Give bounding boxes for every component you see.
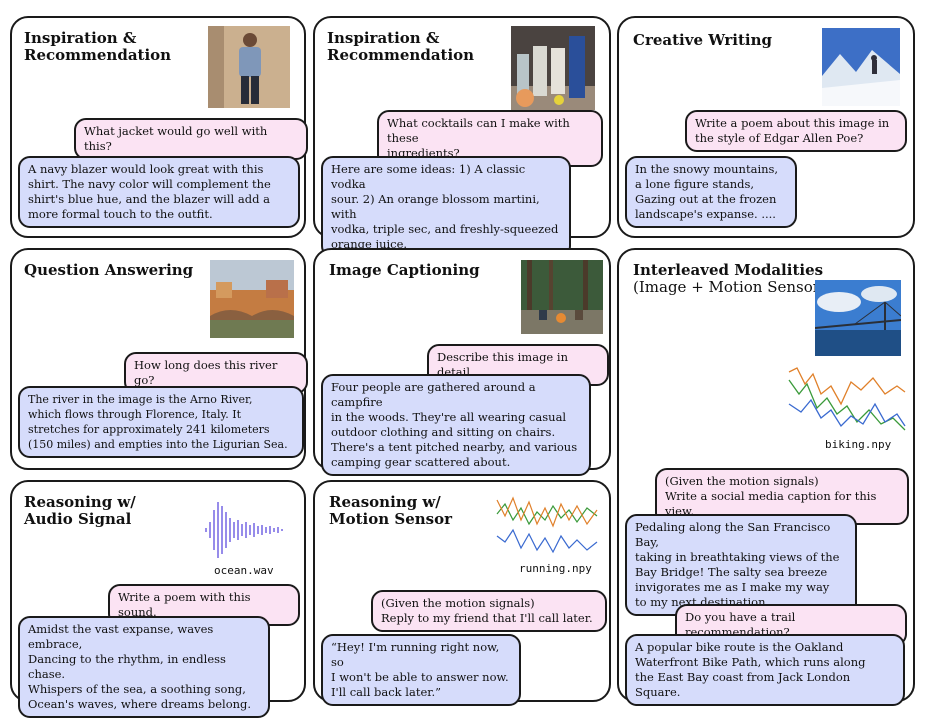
panel-image-captioning: Image Captioning Describe this image in … <box>313 248 611 476</box>
model-answer-bubble: Four people are gathered around a campfi… <box>321 374 591 476</box>
panel-title: Interleaved Modalities (Image + Motion S… <box>633 261 826 296</box>
panel-reasoning-audio: Reasoning w/ Audio Signal ocean.wav Writ… <box>10 480 306 718</box>
user-question-bubble: Write a poem about this image in the sty… <box>685 110 907 152</box>
motion-file-label: running.npy <box>519 562 592 575</box>
panel-reasoning-motion: Reasoning w/ Motion Sensor running.npy (… <box>313 480 611 706</box>
model-answer-bubble: In the snowy mountains, a lone figure st… <box>625 156 797 228</box>
motion-file-label: biking.npy <box>825 438 892 451</box>
panel-inspiration-cocktails: Inspiration & Recommendation What cockta… <box>313 16 611 258</box>
motion-signal-orange <box>496 496 598 528</box>
panel-question-answering: Question Answering How long does this ri… <box>10 248 308 470</box>
motion-signal-orange <box>788 367 906 406</box>
ponte-vecchio-photo <box>210 260 294 338</box>
bay-bridge-photo <box>815 280 901 356</box>
panel-title: Creative Writing <box>633 31 773 49</box>
model-answer-bubble: “Hey! I'm running right now, so I won't … <box>321 634 521 706</box>
snowy-mountain-photo <box>822 28 900 106</box>
motion-signal-green <box>788 379 906 431</box>
user-question-bubble: What jacket would go well with this? <box>74 118 308 160</box>
model-answer-bubble: Here are some ideas: 1) A classic vodka … <box>321 156 571 258</box>
motion-signal-green <box>496 502 598 526</box>
panel-creative-writing: Creative Writing Write a poem about this… <box>617 16 915 238</box>
panel-title: Reasoning w/ Motion Sensor <box>329 493 453 528</box>
motion-signal-blue <box>788 398 906 428</box>
panel-title: Image Captioning <box>329 261 480 279</box>
motion-signal-plot <box>788 367 906 431</box>
motion-signal-plot <box>496 496 598 554</box>
panel-interleaved-modalities: Interleaved Modalities (Image + Motion S… <box>617 248 915 706</box>
panel-subtitle: (Image + Motion Sensor) <box>633 278 826 296</box>
panel-title: Inspiration & Recommendation <box>24 29 172 64</box>
model-followup-answer-bubble: A popular bike route is the Oakland Wate… <box>625 634 905 706</box>
panel-title: Inspiration & Recommendation <box>327 29 475 64</box>
model-answer-bubble: Pedaling along the San Francisco Bay, ta… <box>625 514 857 616</box>
cocktail-ingredients-photo <box>511 26 595 110</box>
audio-waveform <box>205 502 283 558</box>
campfire-photo <box>521 260 603 334</box>
audio-file-label: ocean.wav <box>214 564 274 577</box>
panel-title: Question Answering <box>24 261 194 279</box>
model-answer-bubble: Amidst the vast expanse, waves embrace, … <box>18 616 270 718</box>
man-in-shirt-photo <box>208 26 290 108</box>
model-answer-bubble: A navy blazer would look great with this… <box>18 156 300 228</box>
model-answer-bubble: The river in the image is the Arno River… <box>18 386 304 458</box>
panel-title: Reasoning w/ Audio Signal <box>24 493 136 528</box>
motion-signal-blue <box>496 528 598 554</box>
user-question-bubble: (Given the motion signals) Reply to my f… <box>371 590 607 632</box>
panel-inspiration-jacket: Inspiration & Recommendation What jacket… <box>10 16 308 238</box>
